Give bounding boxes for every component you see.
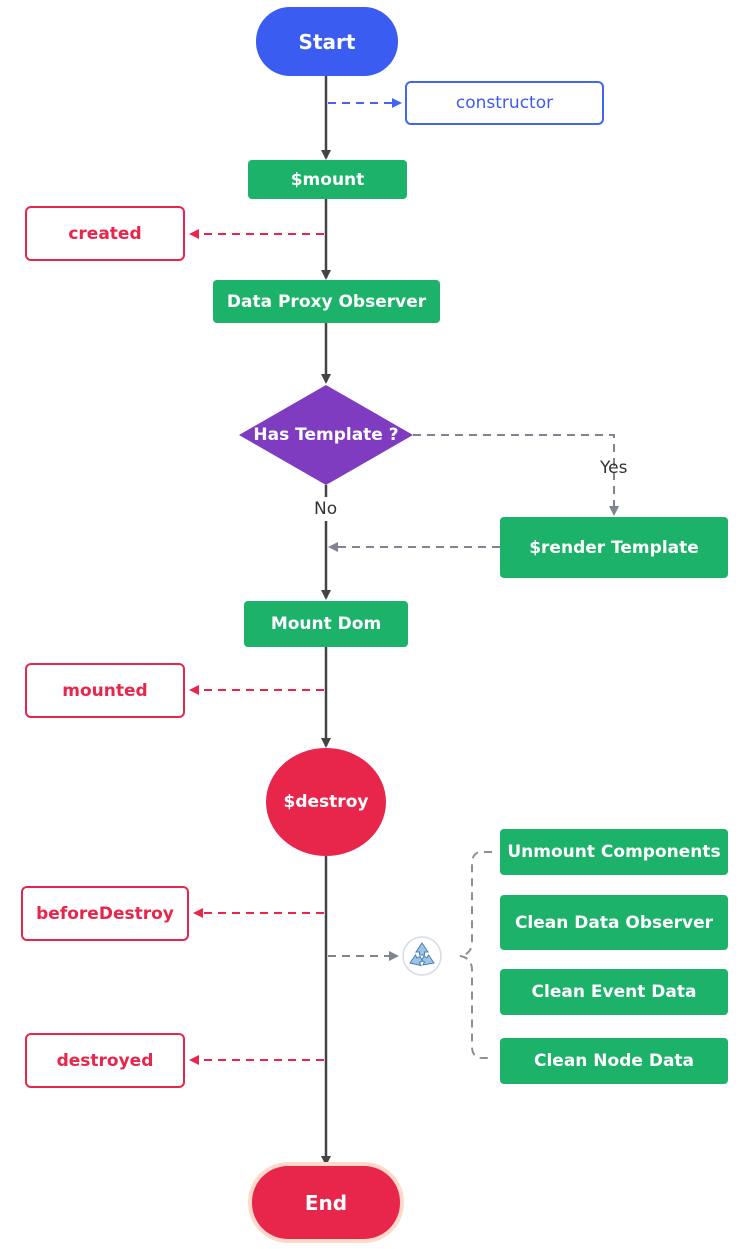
created-label: created [68, 223, 142, 244]
recycle-icon [401, 935, 443, 977]
mounted-hook: mounted [25, 663, 185, 718]
decision-node: Has Template ? [239, 415, 413, 455]
before-destroy-hook: beforeDestroy [21, 886, 189, 941]
destroy-node: $destroy [266, 782, 386, 822]
render-template-node: $render Template [500, 517, 728, 578]
cleanup-item: Clean Event Data [500, 969, 728, 1015]
cleanup-item: Clean Data Observer [500, 895, 728, 950]
no-label: No [314, 499, 338, 519]
cleanup-item-label: Clean Event Data [531, 982, 697, 1002]
before-destroy-label: beforeDestroy [36, 903, 174, 924]
start-node: Start [256, 7, 398, 76]
created-hook: created [25, 206, 185, 261]
constructor-label: constructor [455, 93, 554, 113]
cleanup-item-label: Unmount Components [507, 842, 721, 862]
decision-diamond [239, 385, 413, 485]
end-node: End [252, 1166, 400, 1239]
cleanup-item-label: Clean Node Data [533, 1051, 695, 1071]
end-label: End [304, 1190, 348, 1215]
destroyed-label: destroyed [56, 1050, 154, 1071]
render-template-label: $render Template [529, 537, 699, 558]
mount-node: $mount [248, 160, 407, 199]
yes-label: Yes [600, 458, 628, 478]
cleanup-item-label: Clean Data Observer [514, 912, 714, 933]
cleanup-brace [459, 851, 492, 1059]
cleanup-item: Clean Node Data [500, 1038, 728, 1084]
destroy-label: $destroy [283, 792, 369, 812]
mount-dom-node: Mount Dom [244, 601, 408, 647]
mounted-label: mounted [62, 680, 148, 701]
branch-yes [413, 434, 619, 516]
start-label: Start [298, 29, 356, 54]
data-proxy-node: Data Proxy Observer [213, 280, 440, 323]
destroyed-hook: destroyed [25, 1033, 185, 1088]
mount-dom-label: Mount Dom [270, 614, 382, 634]
cleanup-item: Unmount Components [500, 829, 728, 875]
data-proxy-label: Data Proxy Observer [226, 291, 427, 312]
mount-label: $mount [290, 169, 365, 190]
constructor-node: constructor [405, 81, 604, 125]
decision-label: Has Template ? [253, 425, 399, 445]
destroy-circle [266, 748, 386, 856]
